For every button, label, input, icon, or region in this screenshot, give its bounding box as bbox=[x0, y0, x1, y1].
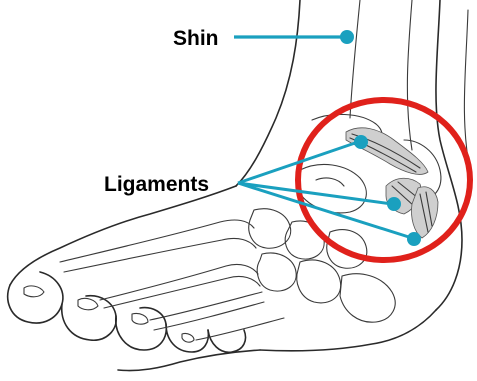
ligament-band-upper bbox=[346, 128, 428, 175]
ligament-marker-dot-middle bbox=[387, 197, 401, 211]
leg-back-outline bbox=[436, 0, 462, 310]
toes bbox=[8, 272, 246, 352]
ligament-band-lower bbox=[411, 187, 438, 238]
dorsum-outline bbox=[10, 186, 236, 285]
sole-outline bbox=[118, 350, 260, 371]
ligament-marker-dot-lower bbox=[407, 232, 421, 246]
metatarsal-bones bbox=[60, 220, 284, 340]
shin-pointer bbox=[234, 30, 354, 44]
shin-label: Shin bbox=[173, 27, 219, 50]
ligaments-label: Ligaments bbox=[104, 173, 209, 196]
leg-front-outline bbox=[236, 0, 300, 186]
ligament-marker-dot-upper bbox=[354, 135, 368, 149]
shin-marker-dot bbox=[340, 30, 354, 44]
leg-back-inner-outline bbox=[407, 0, 412, 150]
leg-front-inner-outline bbox=[350, 0, 360, 118]
heel-outline bbox=[260, 310, 436, 351]
highlight-circle bbox=[298, 100, 470, 260]
achilles-line bbox=[464, 10, 470, 170]
